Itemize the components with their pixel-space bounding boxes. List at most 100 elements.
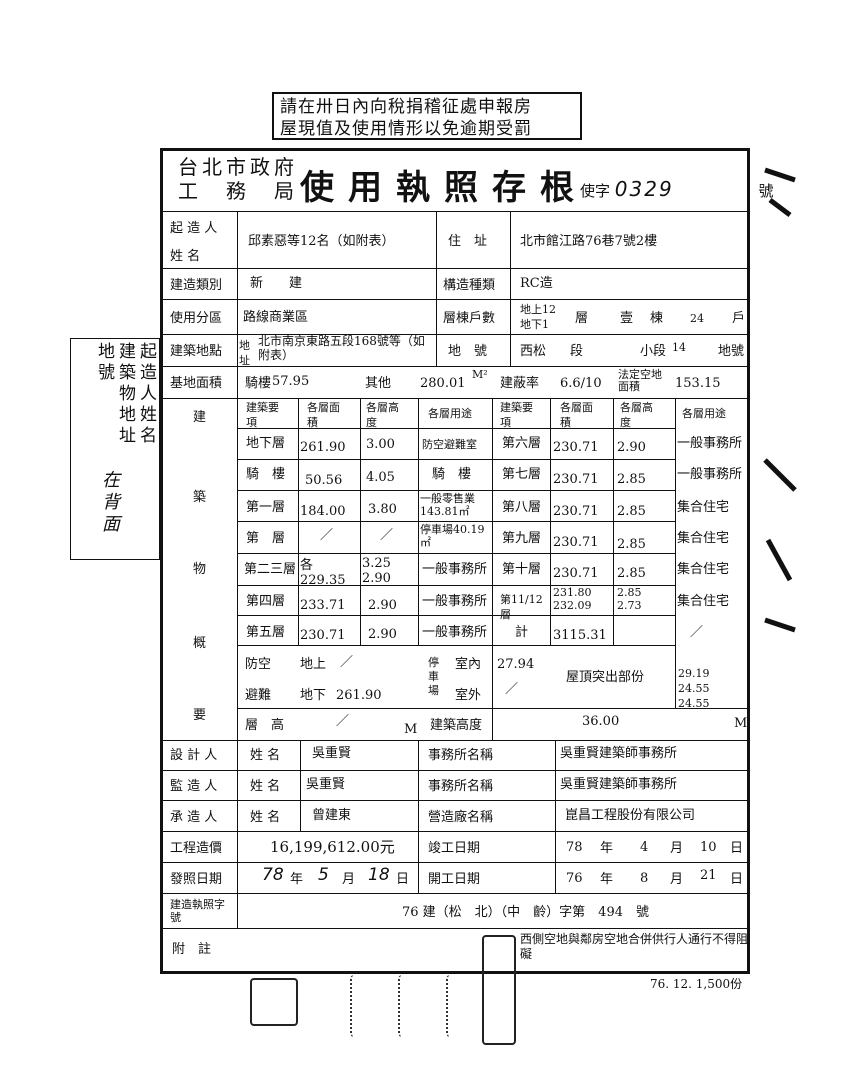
grid-line [160, 268, 750, 269]
grid-line [436, 334, 437, 366]
building-height-unit: M [734, 716, 748, 731]
supervisor-office: 吳重賢建築師事務所 [560, 777, 678, 792]
floor-header-height-r: 各層高度 [620, 401, 653, 429]
grid-line [237, 428, 675, 429]
contractor-office-label: 營造廠名稱 [428, 810, 494, 825]
floor-height: 2.85 [617, 472, 646, 487]
grid-line [555, 740, 556, 893]
issuing-office: 台北市政府 工 務 局 [178, 155, 298, 203]
designer-name-label: 姓 名 [250, 748, 281, 763]
floor-header-area: 各層面積 [307, 401, 340, 429]
section-label-a: 建 [193, 410, 207, 425]
grid-line [360, 398, 361, 645]
permit-number: 使字 0329 號 [580, 177, 774, 201]
floor-area: 50.56 [305, 473, 343, 488]
zone-label: 使用分區 [170, 311, 223, 326]
floor-area: ／ [320, 528, 334, 543]
permit-no-label: 建造執照字號 [170, 898, 225, 924]
grid-line [298, 398, 299, 645]
completion-label: 竣工日期 [428, 841, 481, 856]
month-unit: 月 [342, 872, 356, 887]
margin-marks-icon [763, 167, 797, 633]
floor-use: 集合住宅 [677, 594, 730, 609]
completion-month: 4 [640, 840, 649, 855]
section-label-b: 築 [193, 490, 207, 505]
tax-notice-box: 請在卅日內向稅捐稽征處申報房 屋現值及使用情形以免逾期受罰 [272, 92, 582, 140]
floor-name: 第六層 [502, 436, 542, 451]
issue-day: 18 [368, 865, 390, 885]
floor-name: 地下層 [246, 436, 286, 451]
floor-height: 3.25 2.90 [362, 556, 391, 586]
grid-line [237, 490, 675, 491]
coverage-value: 6.6/10 [560, 376, 602, 391]
floor-total-label: 計 [515, 625, 529, 640]
grid-line [160, 299, 750, 300]
side-note-col2: 建築物地址 [115, 342, 135, 447]
grid-line [160, 893, 750, 894]
floor-height-label: 層 高 [245, 718, 285, 733]
side-note-col1: 起造人姓名 [136, 342, 156, 447]
start-year: 76 [566, 871, 583, 886]
floor-header-area-r: 各層面積 [560, 401, 593, 429]
permit-form [160, 148, 750, 974]
arcade-label: 騎樓 [245, 376, 272, 391]
other-area-unit: M² [472, 368, 488, 381]
parking-indoor-label: 室內 [455, 657, 482, 672]
floor-name: 第二三層 [244, 562, 297, 577]
floor-use: 集合住宅 [677, 531, 730, 546]
grid-line [613, 398, 614, 645]
supervisor-name: 吳重賢 [306, 777, 346, 792]
section-label-e: 要 [193, 708, 207, 723]
floor-use: 騎 樓 [432, 467, 472, 482]
floor-name: 第四層 [246, 594, 286, 609]
grid-line [160, 862, 750, 863]
floor-name: 第一層 [246, 500, 286, 515]
floors-above: 地上12 [520, 303, 556, 316]
floor-use: 一般零售業143.81㎡ [420, 492, 475, 518]
structure-label: 構造種類 [443, 278, 496, 293]
official-seal [482, 935, 516, 1045]
grid-line [160, 366, 750, 367]
parking-indoor-value: 27.94 [497, 657, 535, 672]
permit-no-value: 76 建（松 北）（中 齡）字第 494 號 [402, 905, 649, 920]
lot-subsection-unit: 小段 [640, 344, 667, 359]
floor-area: 231.80 232.09 [553, 586, 592, 612]
units-count: 24 [690, 312, 704, 325]
lot-section: 西松 [520, 344, 547, 359]
building-type-value: 新 建 [250, 276, 303, 291]
roof-value-1: 29.19 [678, 667, 710, 680]
signature-stamp [350, 975, 382, 1037]
floor-header-item: 建築要項 [246, 401, 279, 429]
grid-line [510, 334, 511, 366]
day-unit: 日 [730, 872, 744, 887]
org-line-1: 台北市政府 [178, 155, 298, 179]
grid-line [237, 521, 675, 522]
floor-header-height: 各層高度 [366, 401, 399, 429]
owner-value: 邱素惡等12名（如附表） [248, 234, 395, 249]
floor-height: 2.85 [617, 504, 646, 519]
grid-line [237, 615, 675, 616]
building-unit: 棟 [650, 311, 664, 326]
grid-line [418, 398, 419, 645]
grid-line [237, 708, 750, 709]
structure-value: RC造 [520, 276, 553, 291]
floor-use: 集合住宅 [677, 500, 730, 515]
site-address: 北市南京東路五段168號等（如附表） [258, 334, 425, 362]
notice-line-2: 屋現值及使用情形以免逾期受罰 [280, 119, 532, 139]
floor-header-use-r: 各層用途 [682, 407, 726, 420]
roof-label: 屋頂突出部份 [566, 670, 645, 685]
floor-use: 集合住宅 [677, 562, 730, 577]
units-unit: 戶 [732, 311, 746, 326]
shelter-above-value: ／ [340, 655, 354, 670]
parking-label: 停車場 [428, 656, 439, 697]
designer-office-label: 事務所名稱 [428, 748, 494, 763]
shelter-label: 防空 [245, 657, 272, 672]
month-unit: 月 [670, 872, 684, 887]
floor-name: 第五層 [246, 625, 286, 640]
open-space-label: 法定空地面積 [618, 368, 662, 393]
issue-date-label: 發照日期 [170, 872, 223, 887]
building-height-label: 建築高度 [430, 718, 483, 733]
other-label: 其他 [365, 376, 392, 391]
seal-stamp [250, 978, 298, 1026]
evac-label: 避難 [245, 688, 272, 703]
